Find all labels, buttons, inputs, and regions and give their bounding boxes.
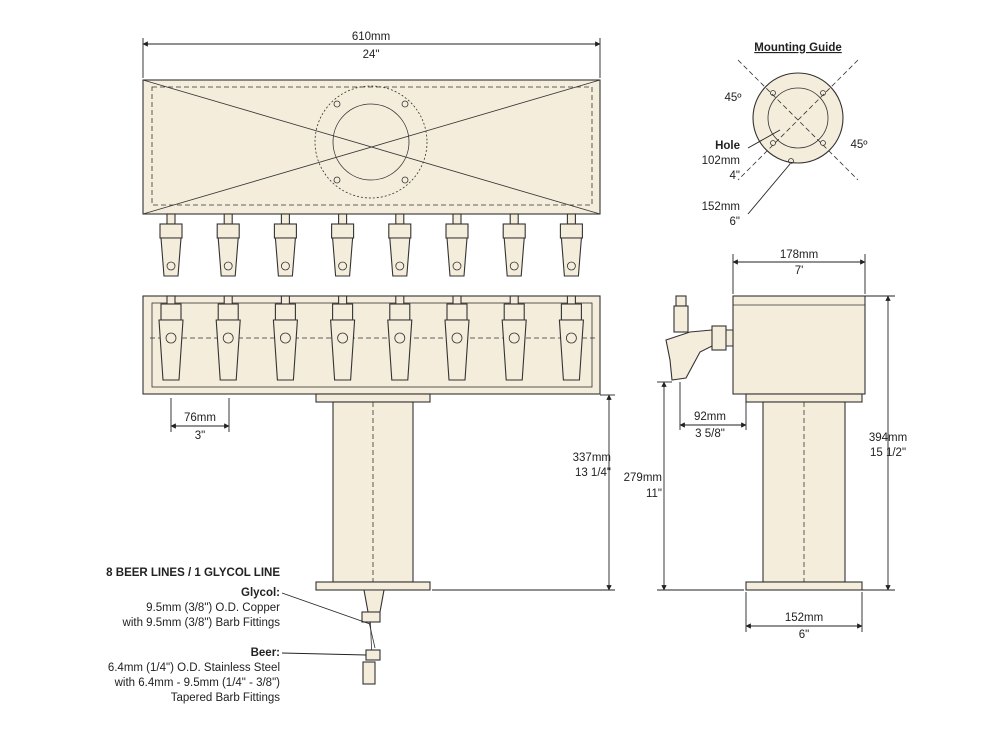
angle-right: 45º xyxy=(851,139,869,151)
glycol-line2: with 9.5mm (3/8") Barb Fittings xyxy=(122,617,281,629)
beer-line1: 6.4mm (1/4") O.D. Stainless Steel xyxy=(108,662,280,674)
top-tap xyxy=(331,213,355,277)
top-mount-hole xyxy=(332,103,410,181)
front-view-taps xyxy=(158,295,584,381)
base-mm: 152mm xyxy=(785,612,823,624)
side-depth-in: 7' xyxy=(795,265,804,277)
side-view xyxy=(665,295,866,591)
top-tap xyxy=(445,213,469,277)
top-view xyxy=(142,79,601,277)
lines-header: 8 BEER LINES / 1 GLYCOL LINE xyxy=(106,567,280,579)
top-tap xyxy=(559,213,583,277)
column-top-flange xyxy=(315,393,431,403)
column-base-flange xyxy=(315,581,431,591)
front-tap xyxy=(215,295,241,381)
side-offset-mm: 92mm xyxy=(694,411,726,423)
top-tap xyxy=(502,213,526,277)
front-tap xyxy=(158,295,184,381)
tap-spacing-mm: 76mm xyxy=(184,412,216,424)
mounting-guide: Mounting Guide 45º 45º Hole 102mm 4" 152… xyxy=(702,42,869,228)
flange-in: 6" xyxy=(730,216,740,228)
front-tap xyxy=(444,295,470,381)
front-height-dimension: 337mm 13 1/4" xyxy=(432,394,615,591)
tap-spacing-in: 3" xyxy=(195,430,205,442)
side-column-height-mm: 279mm xyxy=(624,472,662,484)
front-view xyxy=(142,295,601,685)
width-dimension: 610mm 24" xyxy=(142,31,601,78)
line-bundle xyxy=(363,589,385,613)
side-total-height-mm: 394mm xyxy=(869,432,907,444)
front-tap xyxy=(330,295,356,381)
side-column-height-in: 11" xyxy=(646,488,662,500)
front-tap xyxy=(558,295,584,381)
glycol-label: Glycol: xyxy=(241,587,280,599)
angle-top: 45º xyxy=(725,92,743,104)
tap-spacing-dimension: 76mm 3" xyxy=(170,398,230,442)
side-column-height-dimension: 279mm 11" xyxy=(624,381,744,591)
top-tap xyxy=(159,213,183,277)
top-view-taps xyxy=(159,213,583,277)
top-mount-flange xyxy=(314,85,428,199)
glycol-line1: 9.5mm (3/8") O.D. Copper xyxy=(146,602,280,614)
top-tap xyxy=(216,213,240,277)
beer-line3: Tapered Barb Fittings xyxy=(171,692,281,704)
hole-mm: 102mm xyxy=(702,155,740,167)
side-total-height-in: 15 1/2" xyxy=(870,447,906,459)
base-dimension: 152mm 6" xyxy=(745,592,863,641)
mounting-hole xyxy=(767,87,829,149)
side-offset-dimension: 92mm 3 5/8" xyxy=(679,382,747,440)
side-top-flange xyxy=(745,393,863,403)
line-specs: 8 BEER LINES / 1 GLYCOL LINE Glycol: 9.5… xyxy=(106,567,371,704)
side-faucet xyxy=(665,295,734,381)
top-tap xyxy=(273,213,297,277)
mounting-guide-title: Mounting Guide xyxy=(754,42,842,54)
side-base-flange xyxy=(745,581,863,591)
front-tap xyxy=(272,295,298,381)
hole-label: Hole xyxy=(715,140,740,152)
top-tap xyxy=(388,213,412,277)
front-tap xyxy=(501,295,527,381)
beer-line2: with 6.4mm - 9.5mm (1/4" - 3/8") xyxy=(114,677,281,689)
front-height-in: 13 1/4" xyxy=(575,467,611,479)
front-view-body xyxy=(142,295,601,395)
side-depth-dimension: 178mm 7' xyxy=(732,249,866,294)
width-in: 24" xyxy=(363,49,380,61)
side-offset-in: 3 5/8" xyxy=(695,428,725,440)
side-total-height-dimension: 394mm 15 1/2" xyxy=(862,295,907,591)
beer-fitting xyxy=(362,661,376,685)
front-tap xyxy=(387,295,413,381)
hole-in: 4" xyxy=(730,170,740,182)
side-depth-mm: 178mm xyxy=(780,249,818,261)
flange-mm: 152mm xyxy=(702,201,740,213)
mounting-flange xyxy=(752,72,844,164)
beer-label: Beer: xyxy=(251,647,280,659)
front-height-mm: 337mm xyxy=(573,452,611,464)
base-in: 6" xyxy=(799,629,809,641)
width-mm: 610mm xyxy=(352,31,390,43)
side-view-body xyxy=(732,295,866,395)
